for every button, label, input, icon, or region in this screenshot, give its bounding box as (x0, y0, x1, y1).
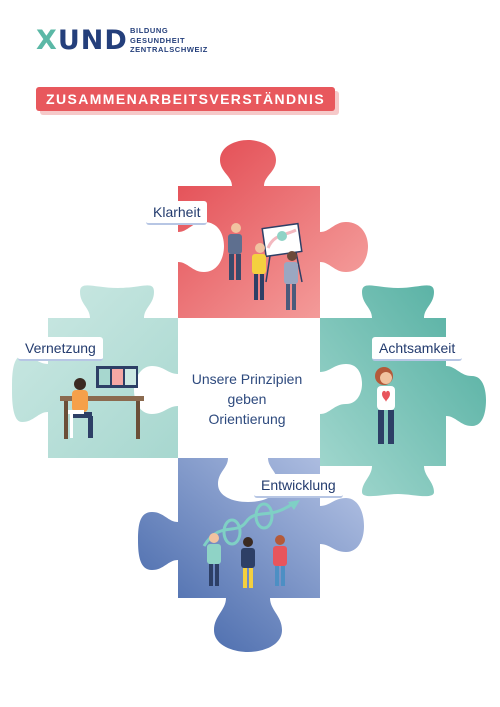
label-vernetzung: Vernetzung (18, 337, 103, 361)
puzzle-piece-left (12, 285, 178, 458)
center-line-3: Orientierung (208, 411, 286, 427)
logo-mark: XUND (36, 26, 128, 56)
title-banner: ZUSAMMENARBEITSVERSTÄNDNIS (36, 87, 336, 111)
logo-brand: UND (57, 25, 128, 56)
logo-line-1: BILDUNG (130, 26, 169, 35)
presentation-team-illustration (228, 222, 303, 310)
label-entwicklung: Entwicklung (254, 474, 343, 498)
label-achtsamkeit: Achtsamkeit (372, 337, 463, 361)
center-line-2: geben (227, 391, 267, 407)
logo-tagline: BILDUNG GESUNDHEIT ZENTRALSCHWEIZ (130, 26, 208, 55)
growth-team-illustration (202, 500, 300, 588)
video-call-illustration (60, 366, 144, 439)
heart-person-illustration (375, 367, 395, 444)
logo-line-3: ZENTRALSCHWEIZ (130, 45, 208, 54)
puzzle-piece-right (320, 285, 486, 497)
logo-line-2: GESUNDHEIT (130, 35, 186, 45)
logo-x: X (36, 25, 58, 56)
center-text: Unsere Prinzipien geben Orientierung (182, 369, 312, 429)
center-line-1: Unsere Prinzipien (191, 371, 303, 387)
label-klarheit: Klarheit (146, 201, 208, 225)
